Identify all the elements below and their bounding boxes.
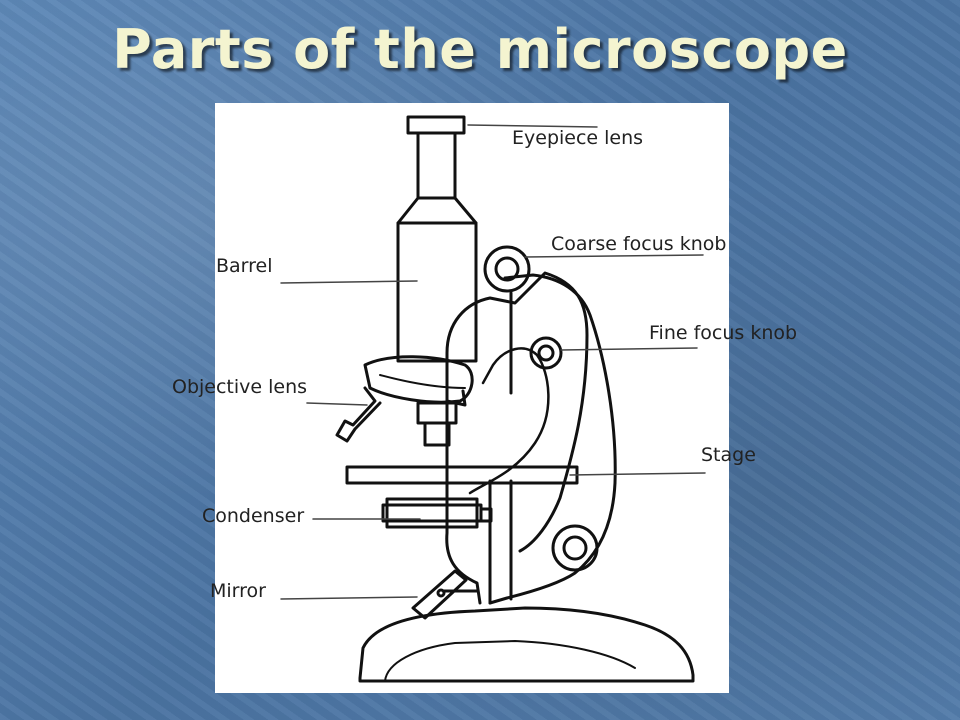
fine-focus-knob-part [529, 336, 563, 370]
microscope-base [358, 606, 695, 683]
leader-objective [306, 402, 368, 406]
nosepiece-part [363, 355, 474, 404]
leader-eyepiece [467, 124, 598, 128]
label-stage: Stage [701, 444, 756, 466]
mirror-part [411, 569, 479, 620]
label-mirror: Mirror [210, 580, 266, 602]
barrel-part [396, 196, 478, 363]
objective-lens-part [335, 386, 467, 447]
label-fine-focus-knob: Fine focus knob [649, 322, 798, 344]
leader-mirror [280, 596, 418, 600]
label-eyepiece-lens: Eyepiece lens [512, 127, 644, 149]
coarse-focus-knob-part [483, 245, 531, 293]
leader-lines [280, 124, 706, 600]
label-condenser: Condenser [202, 505, 305, 527]
slide-title: Parts of the microscope [112, 18, 848, 81]
label-barrel: Barrel [216, 255, 273, 277]
leader-barrel [280, 280, 418, 284]
leader-coarse-focus [524, 254, 704, 258]
label-objective-lens: Objective lens [172, 376, 308, 398]
leader-stage [569, 472, 706, 476]
stage-part [345, 465, 579, 485]
eyepiece-part [406, 115, 466, 200]
microscope-arm [445, 271, 617, 605]
leader-fine-focus [560, 347, 698, 351]
base-knob-part [551, 524, 599, 572]
label-coarse-focus-knob: Coarse focus knob [551, 233, 727, 255]
microscope-pillar [488, 291, 513, 605]
microscope-diagram [280, 115, 706, 683]
condenser-part [381, 497, 493, 529]
diagram-panel [215, 103, 729, 693]
